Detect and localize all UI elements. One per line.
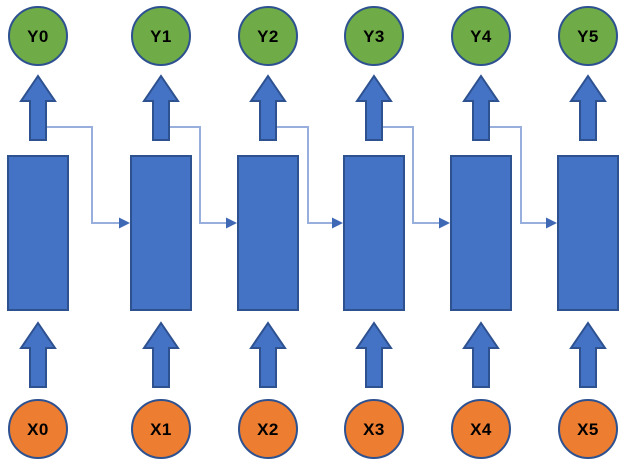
up-arrow-shape xyxy=(569,321,607,388)
up-arrow-shape xyxy=(19,74,57,141)
input-to-cell-arrow-icon xyxy=(249,321,287,388)
up-arrow-shape xyxy=(569,74,607,141)
recurrent-connector-arrowhead-icon xyxy=(332,217,343,229)
input-node-label: X0 xyxy=(27,420,49,439)
input-node-label: X4 xyxy=(470,420,492,439)
cell-to-output-arrow-icon xyxy=(462,74,500,141)
input-to-cell-arrow-icon xyxy=(569,321,607,388)
output-node-y5: Y5 xyxy=(558,6,618,66)
up-arrow-shape xyxy=(142,321,180,388)
cell-to-output-arrow-icon xyxy=(249,74,287,141)
recurrent-connector-arrowhead-icon xyxy=(119,217,130,229)
input-to-cell-arrow-icon xyxy=(142,321,180,388)
input-node-label: X2 xyxy=(257,420,279,439)
input-node-x2: X2 xyxy=(238,399,298,459)
output-node-label: Y4 xyxy=(470,27,492,46)
up-arrow-shape xyxy=(462,74,500,141)
input-node-x1: X1 xyxy=(131,399,191,459)
up-arrow-shape xyxy=(249,74,287,141)
up-arrow-shape xyxy=(355,74,393,141)
recurrent-connector-arrowhead-icon xyxy=(546,217,557,229)
hidden-state-cell xyxy=(450,155,512,311)
hidden-state-cell xyxy=(557,155,619,311)
recurrent-connector-arrowhead-icon xyxy=(226,217,237,229)
hidden-state-cell xyxy=(130,155,192,311)
up-arrow-shape xyxy=(462,321,500,388)
input-to-cell-arrow-icon xyxy=(355,321,393,388)
output-node-y4: Y4 xyxy=(451,6,511,66)
input-node-x4: X4 xyxy=(451,399,511,459)
recurrent-connector-arrowhead-icon xyxy=(439,217,450,229)
up-arrow-shape xyxy=(355,321,393,388)
output-node-label: Y3 xyxy=(363,27,385,46)
hidden-state-cell xyxy=(7,155,69,311)
hidden-state-cell xyxy=(343,155,405,311)
input-node-label: X3 xyxy=(363,420,385,439)
cell-to-output-arrow-icon xyxy=(19,74,57,141)
cell-to-output-arrow-icon xyxy=(142,74,180,141)
input-node-x3: X3 xyxy=(344,399,404,459)
output-node-y0: Y0 xyxy=(8,6,68,66)
cell-to-output-arrow-icon xyxy=(355,74,393,141)
up-arrow-shape xyxy=(19,321,57,388)
hidden-state-cell xyxy=(237,155,299,311)
output-node-y3: Y3 xyxy=(344,6,404,66)
output-node-y1: Y1 xyxy=(131,6,191,66)
input-node-x5: X5 xyxy=(558,399,618,459)
output-node-label: Y2 xyxy=(257,27,279,46)
input-to-cell-arrow-icon xyxy=(19,321,57,388)
up-arrow-shape xyxy=(249,321,287,388)
output-node-label: Y5 xyxy=(577,27,599,46)
output-node-y2: Y2 xyxy=(238,6,298,66)
output-node-label: Y0 xyxy=(27,27,49,46)
output-node-label: Y1 xyxy=(150,27,172,46)
cell-to-output-arrow-icon xyxy=(569,74,607,141)
up-arrow-shape xyxy=(142,74,180,141)
input-node-label: X1 xyxy=(150,420,172,439)
input-node-label: X5 xyxy=(577,420,599,439)
input-to-cell-arrow-icon xyxy=(462,321,500,388)
input-node-x0: X0 xyxy=(8,399,68,459)
